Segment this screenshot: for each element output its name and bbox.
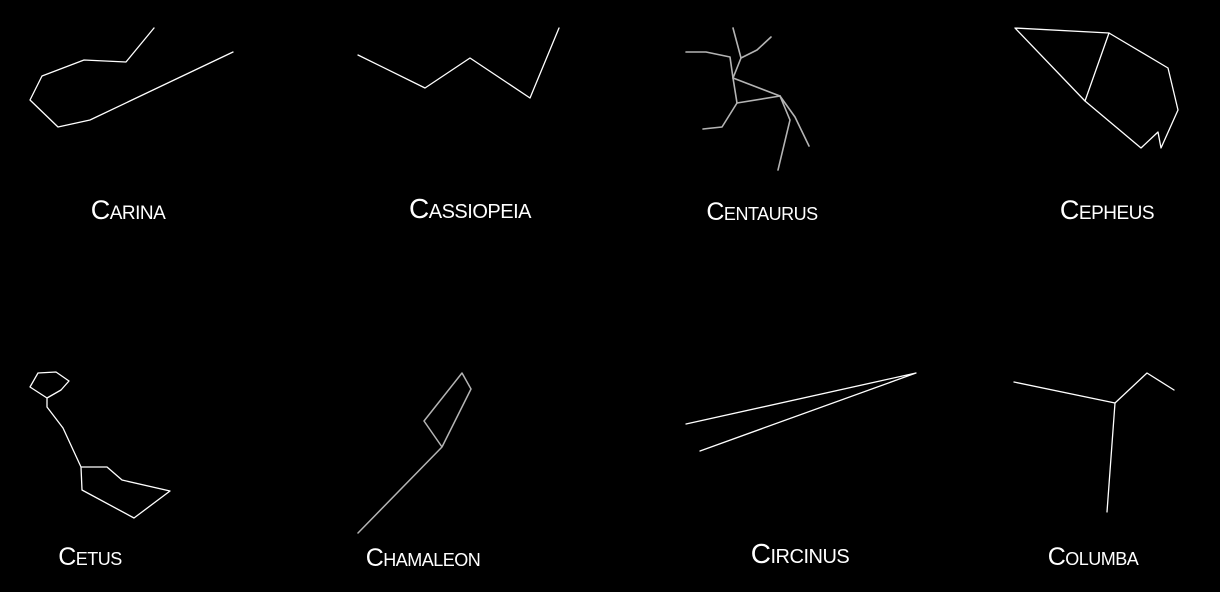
cassiopeia-label: Cassiopeia xyxy=(409,193,531,224)
carina-figure xyxy=(29,27,234,128)
chamaleon-figure xyxy=(357,372,472,534)
chamaleon-label: Chamaleon xyxy=(365,544,481,572)
constellation-line xyxy=(779,95,810,147)
columba-label: Columba xyxy=(1047,543,1139,571)
cetus-label: Cetus xyxy=(58,543,122,571)
constellation-line xyxy=(29,371,171,519)
constellation-line xyxy=(1106,402,1116,513)
circinus-figure xyxy=(685,372,917,452)
constellation-line xyxy=(29,27,234,128)
cassiopeia-figure xyxy=(357,27,560,99)
constellation-line xyxy=(1084,32,1110,102)
constellation-line xyxy=(732,77,781,97)
cepheus-figure xyxy=(1014,27,1179,149)
centaurus-figure xyxy=(685,27,810,171)
constellation-line xyxy=(702,102,738,130)
constellation-line xyxy=(736,95,781,104)
constellation-line xyxy=(357,372,472,534)
carina-label: Carina xyxy=(90,195,166,225)
constellation-line xyxy=(357,27,560,99)
constellation-line xyxy=(732,57,742,79)
constellation-line xyxy=(732,77,738,104)
circinus-label: Circinus xyxy=(750,538,850,569)
columba-figure xyxy=(1013,372,1175,513)
constellation-line xyxy=(685,372,917,452)
cepheus-label: Cepheus xyxy=(1059,195,1155,225)
constellation-line xyxy=(1014,27,1179,149)
constellation-line xyxy=(1013,372,1175,404)
constellation-line xyxy=(732,27,742,59)
constellation-line xyxy=(685,51,734,79)
cetus-figure xyxy=(29,371,171,519)
constellation-line xyxy=(740,36,772,59)
centaurus-label: Centaurus xyxy=(706,198,818,226)
constellation-line xyxy=(777,95,791,171)
